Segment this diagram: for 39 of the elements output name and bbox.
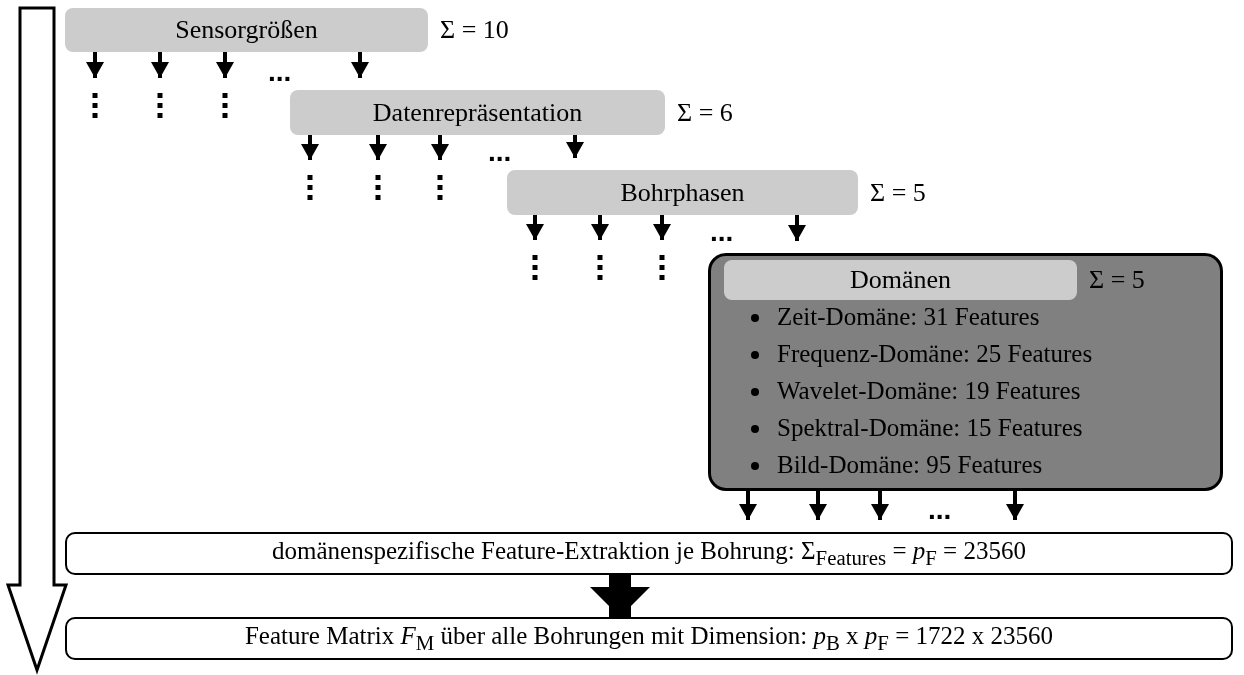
- ellipsis-label: ...: [268, 62, 292, 82]
- arrow: [739, 491, 757, 520]
- list-item: Frequenz-Domäne: 25 Features: [777, 339, 1093, 369]
- arrow: [1006, 491, 1024, 520]
- ellipsis-label: ...: [710, 222, 734, 242]
- list-item: Zeit-Domäne: 31 Features: [777, 302, 1040, 332]
- arrow: [369, 135, 387, 160]
- box-title: Datenrepräsentation: [372, 97, 583, 128]
- arrow: [526, 215, 544, 240]
- sum-label: Σ = 6: [677, 97, 733, 128]
- thick-arrow: [590, 575, 650, 617]
- arrow: [301, 135, 319, 160]
- box-title: Domänen: [849, 265, 952, 295]
- arrow: [86, 52, 104, 78]
- list-item: Wavelet-Domäne: 19 Features: [777, 376, 1081, 406]
- process-box: [65, 532, 1233, 575]
- arrow: [566, 135, 584, 158]
- arrow: [653, 215, 671, 240]
- arrow: [431, 135, 449, 160]
- arrow: [216, 52, 234, 78]
- ellipsis-label: ...: [928, 500, 952, 520]
- arrow: [871, 491, 889, 520]
- list-item: Spektral-Domäne: 15 Features: [777, 413, 1083, 443]
- arrow: [788, 215, 806, 241]
- sum-label: Σ = 5: [870, 177, 926, 208]
- domain-panel: [708, 253, 1223, 491]
- arrow: [809, 491, 827, 520]
- sum-label: Σ = 10: [440, 15, 509, 45]
- result-box: [65, 617, 1233, 660]
- list-item: Bild-Domäne: 95 Features: [777, 450, 1043, 480]
- arrow: [151, 52, 169, 78]
- arrow: [591, 215, 609, 240]
- box-title: Feature Matrix F$_{M}$ über alle Bohrungen mit Dimension: p$_{B}$ x p$_{F}$ = 1722 x 23560: [244, 621, 1053, 656]
- box-title: domänenspezifische Feature-Extraktion je Bohrung: Σ$_{Features}$ = p$_{F}$ = 23560: [272, 536, 1026, 571]
- sum-label: Σ = 5: [1089, 265, 1145, 295]
- ellipsis-label: ...: [488, 142, 512, 162]
- box-title: Sensorgrößen: [175, 15, 318, 45]
- box-title: Bohrphasen: [620, 177, 745, 208]
- arrow: [351, 52, 369, 78]
